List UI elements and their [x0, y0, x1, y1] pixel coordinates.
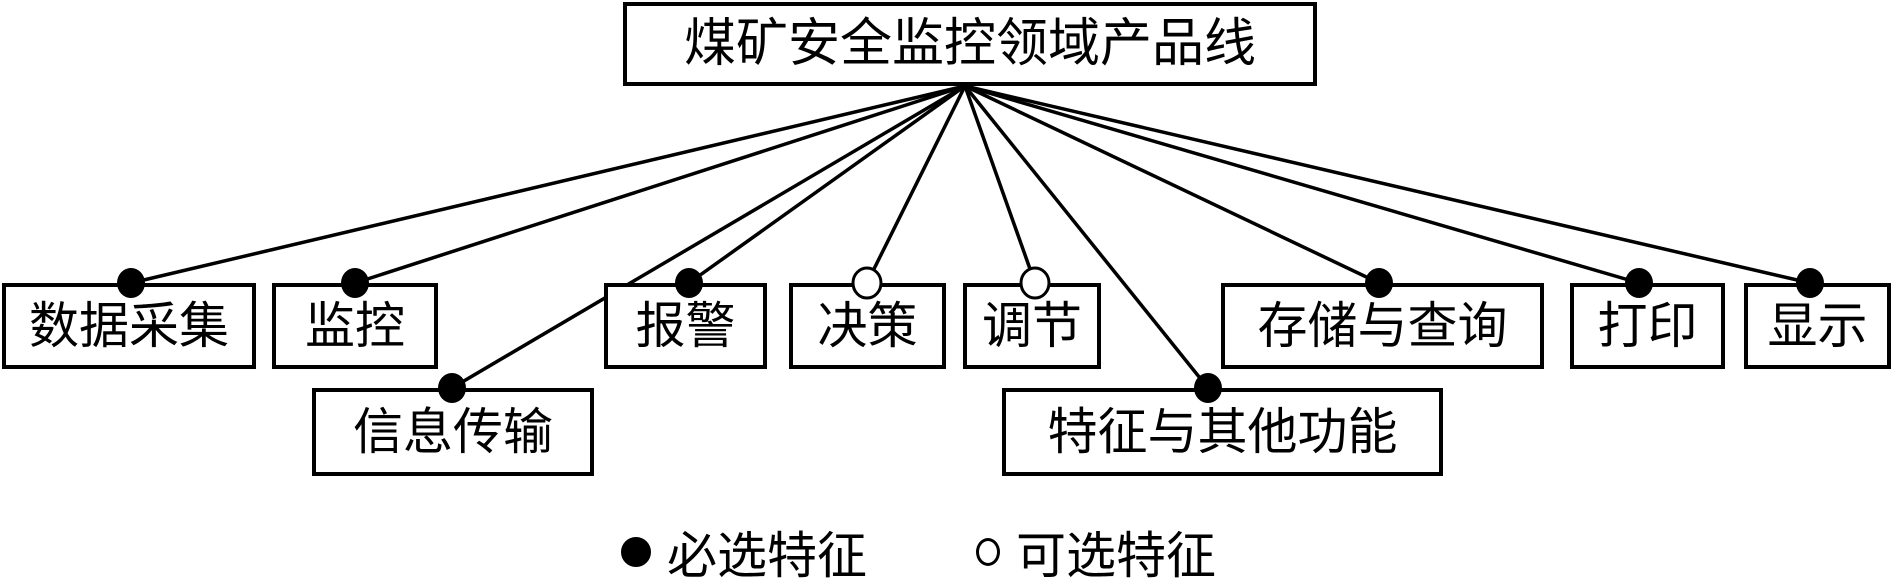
feature-node-print: 打印	[1570, 283, 1725, 369]
feature-node-decision: 决策	[789, 283, 946, 369]
open-circle-icon	[976, 538, 1000, 566]
feature-label: 特征与其他功能	[1047, 403, 1398, 461]
feature-label: 决策	[817, 297, 918, 355]
legend-mandatory-label: 必选特征	[667, 527, 867, 585]
connector-line-storage-query	[964, 84, 1380, 285]
connector-line-decision	[865, 85, 967, 284]
connector-line-features-other	[963, 84, 1210, 390]
feature-label: 报警	[635, 297, 736, 355]
feature-node-data-acquisition: 数据采集	[2, 283, 256, 369]
feature-label: 存储与查询	[1257, 297, 1508, 355]
connector-line-regulation	[963, 85, 1037, 284]
feature-node-monitoring: 监控	[272, 283, 438, 369]
feature-node-info-transmission: 信息传输	[312, 388, 594, 476]
feature-node-regulation: 调节	[963, 283, 1101, 369]
connector-line-monitoring	[354, 84, 966, 285]
feature-node-alarm: 报警	[604, 283, 767, 369]
connector-line-data-acquisition	[130, 84, 966, 285]
feature-label: 打印	[1597, 297, 1698, 355]
connector-line-print	[964, 84, 1640, 285]
feature-label: 调节	[982, 297, 1082, 355]
feature-label: 信息传输	[353, 403, 553, 461]
root-node-product-line: 煤矿安全监控领域产品线	[623, 2, 1317, 86]
legend-mandatory: 必选特征	[621, 524, 867, 585]
feature-label: 监控	[305, 297, 405, 355]
feature-label: 数据采集	[29, 297, 229, 355]
legend-optional-label: 可选特征	[1016, 527, 1216, 585]
feature-node-storage-query: 存储与查询	[1221, 283, 1544, 369]
feature-node-display: 显示	[1744, 283, 1891, 369]
connector-line-info-transmission	[451, 84, 966, 390]
feature-label: 显示	[1767, 297, 1868, 355]
filled-circle-icon	[621, 537, 651, 567]
connector-line-alarm	[687, 84, 967, 285]
legend-optional: 可选特征	[976, 524, 1216, 585]
feature-node-features-other: 特征与其他功能	[1002, 388, 1443, 476]
connector-line-display	[964, 84, 1811, 285]
root-node-label: 煤矿安全监控领域产品线	[683, 14, 1256, 74]
